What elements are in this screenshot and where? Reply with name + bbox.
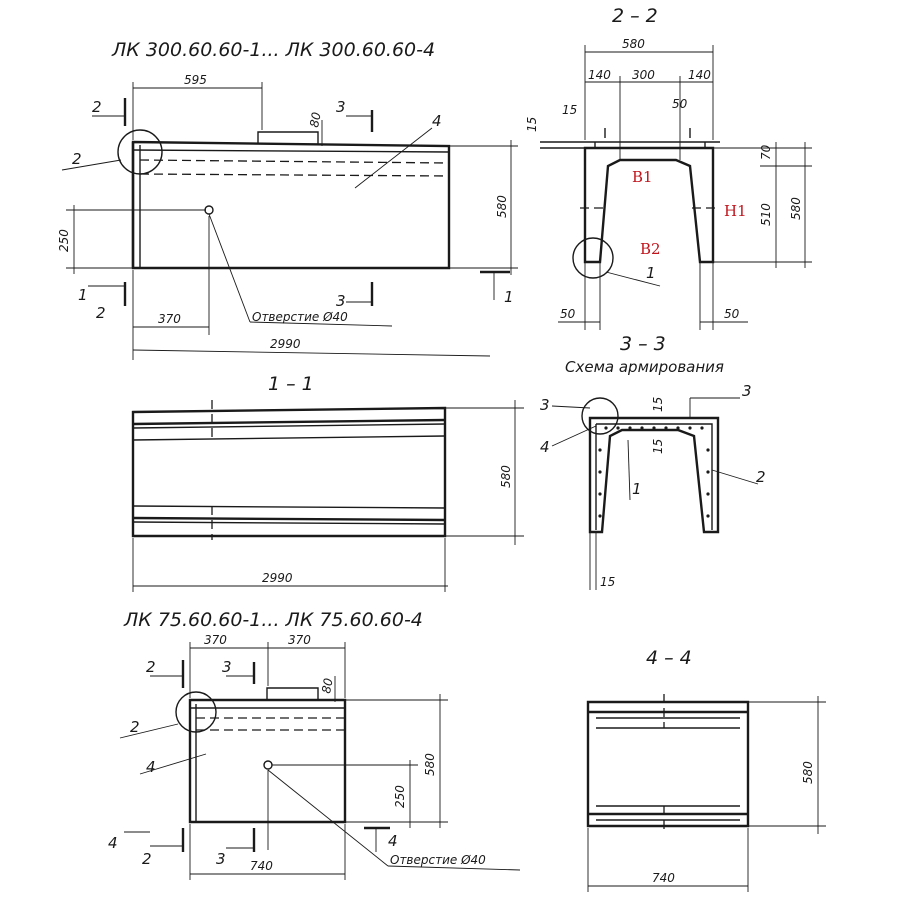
dim-580-2-2-top: 580: [622, 37, 645, 51]
section-4-4-outline: [586, 700, 750, 828]
section-3-3: 3 15 15 3 4 1 2 15: [540, 382, 766, 590]
dim-140-left: 140: [588, 68, 611, 82]
callout-1-2-2: 1: [646, 264, 656, 282]
mark-b1: B1: [632, 168, 653, 186]
section-mark-3-small-bottom: 3: [216, 850, 226, 868]
detail-circle-3: [581, 397, 619, 435]
callout-2-small: 2: [130, 718, 140, 736]
detail-circle-2: [117, 129, 163, 175]
dim-70: 70: [759, 144, 773, 160]
section-title-3-3: 3 – 3: [620, 333, 666, 355]
title-small: ЛК 75.60.60-1... ЛК 75.60.60-4: [123, 609, 423, 631]
main-hidden-line-2: [139, 173, 450, 177]
section-1-1: 580 2990: [131, 400, 524, 592]
rebar-dots: [598, 426, 710, 518]
callout-2-main: 2: [72, 150, 82, 168]
callout-4-small: 4: [146, 758, 156, 776]
callout-3-right: 3: [742, 382, 752, 400]
dim-250-small: 250: [393, 785, 407, 808]
section-mark-1-bottom: 1: [78, 286, 88, 304]
title-main: ЛК 300.60.60-1... ЛК 300.60.60-4: [111, 39, 435, 61]
dim-250-main: 250: [57, 229, 71, 252]
dim-580-2-2-right: 580: [789, 197, 803, 220]
dim-15-3-3-top: 15: [651, 397, 665, 412]
dim-580-1-1: 580: [499, 465, 513, 488]
main-elevation: 595 80 580 250 370 2990 Отверстие Ø40 2 …: [57, 73, 518, 360]
main-hole: [204, 205, 214, 215]
detail-circle-1: [572, 237, 614, 279]
section-mark-2-small-bottom: 2: [142, 850, 152, 868]
hole-label-small: Отверстие Ø40: [390, 853, 486, 867]
section-mark-3-small-top: 3: [222, 658, 232, 676]
callout-2-3-3: 2: [756, 468, 766, 486]
callout-1-3-3: 1: [632, 480, 642, 498]
dim-740-4-4: 740: [652, 871, 675, 885]
callout-4-3-3: 4: [540, 438, 550, 456]
mark-b2: B2: [640, 240, 661, 258]
small-lifting-loop: [266, 687, 319, 700]
dim-370-main: 370: [158, 312, 181, 326]
callout-3-left: 3: [540, 396, 550, 414]
small-elevation: 370 370 80 250 580 740 Отверстие Ø40 2 4…: [108, 633, 521, 880]
section-title-2-2: 2 – 2: [612, 5, 658, 27]
section-mark-2-top: 2: [92, 98, 102, 116]
dim-50-top: 50: [672, 97, 688, 111]
dim-580-4-4: 580: [801, 761, 815, 784]
section-mark-3-bottom: 3: [336, 292, 346, 310]
dim-740-small: 740: [250, 859, 273, 873]
section-2-2-outline: [583, 146, 715, 264]
section-mark-2-small-top: 2: [146, 658, 156, 676]
dim-370-small-right: 370: [288, 633, 311, 647]
dim-2990-main: 2990: [270, 337, 301, 351]
dim-140-right: 140: [688, 68, 711, 82]
reinforcement-scheme-title: Схема армирования: [565, 358, 724, 376]
section-mark-4-small-right: 4: [388, 832, 398, 850]
dim-595: 595: [184, 73, 207, 87]
dim-510: 510: [759, 203, 773, 226]
section-mark-1-right: 1: [504, 288, 514, 306]
detail-circle-2-small: [175, 691, 217, 733]
section-title-4-4: 4 – 4: [646, 647, 692, 669]
callout-4-main: 4: [432, 112, 442, 130]
dim-80: 80: [307, 111, 324, 129]
hole-label-main: Отверстие Ø40: [252, 310, 348, 324]
dim-15-top: 15: [562, 103, 577, 117]
dim-2990-1-1: 2990: [262, 571, 293, 585]
dim-580-main: 580: [495, 195, 509, 218]
small-hole: [263, 760, 273, 770]
dim-580-small: 580: [423, 753, 437, 776]
dim-80-small: 80: [319, 677, 336, 695]
dim-370-small-left: 370: [204, 633, 227, 647]
section-mark-3-top: 3: [336, 98, 346, 116]
main-beam-outline: [131, 140, 451, 270]
section-4-4: 580 740: [586, 694, 826, 892]
section-mark-4-small-bottom: 4: [108, 834, 118, 852]
dim-300: 300: [632, 68, 655, 82]
section-mark-2-bottom: 2: [96, 304, 106, 322]
dim-15-3-3-mid: 15: [651, 439, 665, 454]
dim-15-3-3-bottom: 15: [600, 575, 615, 589]
dim-50-bottom-left: 50: [560, 307, 576, 321]
mark-h1: H1: [724, 202, 747, 220]
dim-15-left: 15: [525, 117, 539, 132]
main-hidden-line: [139, 159, 450, 164]
section-title-1-1: 1 – 1: [268, 373, 314, 395]
section-2-2: 580 140 300 140 15 50 15 70 510 580 50 5…: [525, 37, 812, 330]
main-lifting-loop: [257, 131, 319, 144]
section-3-3-outline: [588, 416, 720, 534]
dim-50-bottom-right: 50: [724, 307, 740, 321]
